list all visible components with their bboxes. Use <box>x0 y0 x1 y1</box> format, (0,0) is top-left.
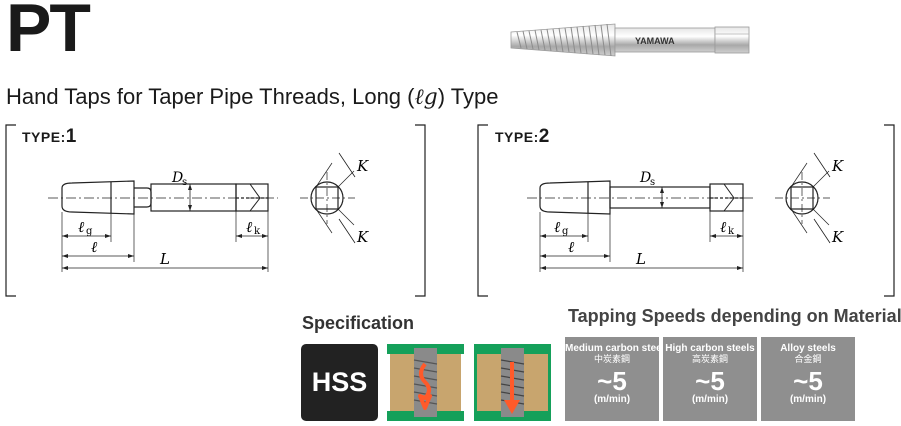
speed-card-material-jp: 合金鋼 <box>794 354 822 364</box>
lg-sub-label: g <box>562 226 569 237</box>
through-hole-icon <box>387 344 464 421</box>
speed-card-alloy: Alloy steels 合金鋼 ~5 (m/min) <box>761 337 855 421</box>
blind-hole-icon <box>474 344 551 421</box>
hss-badge: HSS <box>301 344 378 421</box>
tap-brand-text: YAMAWA <box>635 36 675 46</box>
L-label: L <box>635 250 646 268</box>
speed-card-value: ~5 <box>597 366 627 396</box>
speed-card-material: High carbon steels <box>665 343 755 354</box>
tapping-speeds-title: Tapping Speeds depending on Materials <box>568 306 901 326</box>
speed-card-material-jp: 中炭素鋼 <box>593 354 630 364</box>
speed-card-unit: (m/min) <box>593 394 631 405</box>
speed-card-high-carbon: High carbon steels 高炭素鋼 ~5 (m/min) <box>663 337 757 421</box>
subtitle-text: Hand Taps for Taper Pipe Threads, Long ( <box>6 84 415 109</box>
product-code: PT <box>6 0 91 66</box>
lk-sub-label: k <box>728 226 735 237</box>
speed-card-material-jp: 高炭素鋼 <box>691 354 728 364</box>
ds-label: D <box>639 170 651 186</box>
lk-label: ℓ <box>720 218 726 236</box>
speed-card-material: Alloy steels <box>780 343 836 354</box>
lg-label: ℓ <box>78 218 84 236</box>
K-top-label: K <box>356 157 369 175</box>
tap-product-image: YAMAWA <box>510 23 750 57</box>
speed-card-value: ~5 <box>793 366 823 396</box>
ds-sub-label: s <box>650 177 655 188</box>
speed-card-unit: (m/min) <box>789 394 827 405</box>
K-bottom-label: K <box>831 228 844 246</box>
l-label: ℓ <box>568 238 574 256</box>
type-1-drawing: D s ℓ g ℓ ℓ k L K K <box>5 124 426 297</box>
speed-card-medium-carbon: Medium carbon steels 中炭素鋼 ~5 (m/min) <box>565 337 671 421</box>
K-top-label: K <box>831 157 844 175</box>
l-label: ℓ <box>91 238 97 256</box>
type-1-label: TYPE:1 <box>22 126 77 147</box>
L-label: L <box>159 250 170 268</box>
specification-title: Specification <box>302 313 415 333</box>
speed-card-value: ~5 <box>695 366 725 396</box>
K-bottom-label: K <box>356 228 369 246</box>
type-2-label: TYPE:2 <box>495 126 550 147</box>
ds-label: D <box>171 170 183 186</box>
page-subtitle: Hand Taps for Taper Pipe Threads, Long (… <box>6 84 498 110</box>
subtitle-symbol: ℓg <box>414 85 438 110</box>
type-2-drawing: D s ℓ g ℓ ℓ k L K K <box>477 124 895 297</box>
subtitle-text-end: ) Type <box>437 84 499 109</box>
lk-sub-label: k <box>254 226 261 237</box>
ds-sub-label: s <box>182 177 187 188</box>
speed-card-material: Medium carbon steels <box>565 343 671 354</box>
lg-sub-label: g <box>86 226 93 237</box>
lg-label: ℓ <box>554 218 560 236</box>
lk-label: ℓ <box>246 218 252 236</box>
speed-card-unit: (m/min) <box>691 394 729 405</box>
